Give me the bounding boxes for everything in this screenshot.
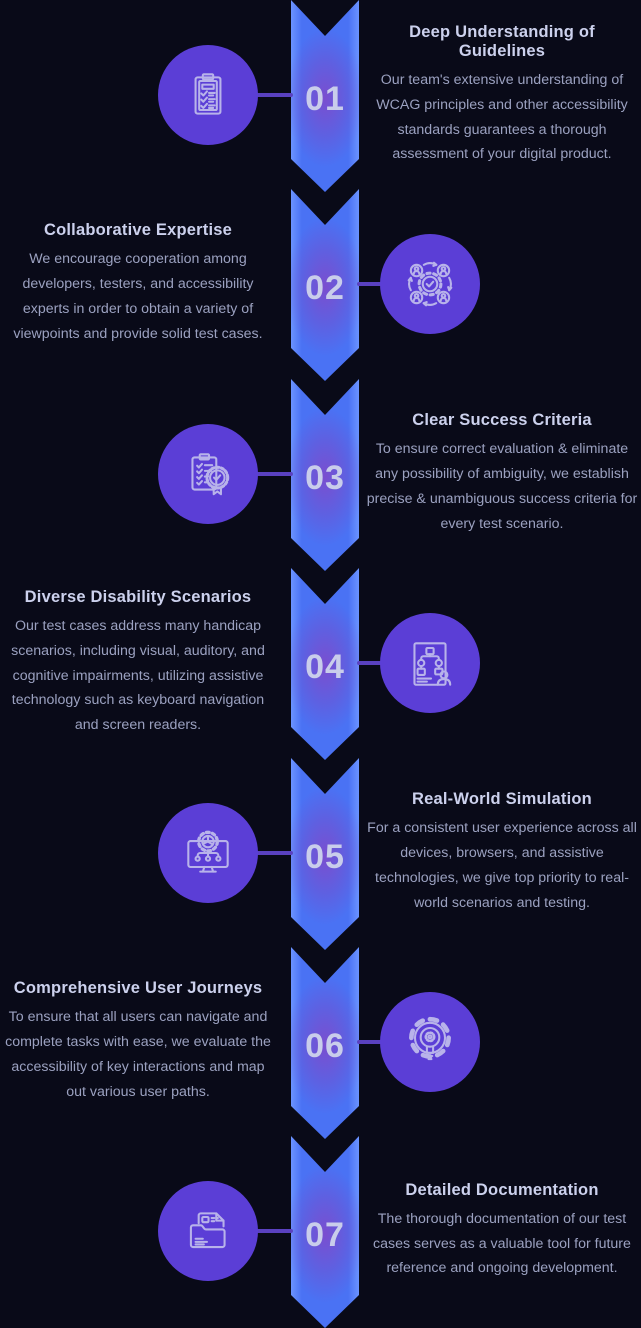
icon-circle [158,45,258,145]
step-number: 01 [305,80,345,118]
certified-checklist-icon [191,453,230,496]
connector-line [357,1040,383,1044]
step-number: 06 [305,1027,345,1065]
step-title: Diverse Disability Scenarios [24,587,252,606]
step-text: Deep Understanding of Guidelines Our tea… [366,0,638,190]
step-text: Detailed Documentation The thorough docu… [366,1136,638,1326]
step-title: Clear Success Criteria [412,411,592,430]
step-title: Deep Understanding of Guidelines [409,22,595,60]
step-text: Real-World Simulation For a consistent u… [366,758,638,948]
monitor-process-icon [187,830,229,873]
step-description: To ensure correct evaluation & eliminate… [366,441,638,532]
step-description: We encourage cooperation among developer… [13,251,263,342]
step-description: Our team's extensive understanding of WC… [376,71,628,163]
chevron-banner: 06 [291,947,359,1139]
step-number: 05 [305,838,345,876]
step-title: Detailed Documentation [405,1180,599,1199]
connector-line [357,661,383,665]
step-number: 07 [305,1216,345,1254]
step-row-6: 06 Comprehensive User Journeys To ensure… [0,947,641,1139]
step-text: Clear Success Criteria To ensure correct… [366,379,638,569]
connector-line [357,282,383,286]
chevron-banner: 01 [291,0,359,192]
step-title: Real-World Simulation [412,790,592,809]
step-text: Collaborative Expertise We encourage coo… [2,189,274,379]
step-title: Comprehensive User Journeys [13,979,263,998]
step-description: Our test cases address many handicap sce… [11,617,265,734]
step-row-1: 01 Deep Understanding of Guidelines Our … [0,0,641,192]
step-row-2: 02 Collaborative Expertise We encourage … [0,189,641,381]
icon-circle [380,613,480,713]
step-row-4: 04 Diverse Disability Scenarios Our test… [0,568,641,760]
user-flowchart-icon [413,642,452,686]
step-text: Comprehensive User Journeys To ensure th… [2,947,274,1137]
chevron-banner: 07 [291,1136,359,1328]
clipboard-checklist-icon [194,73,222,115]
chevron-banner: 03 [291,379,359,571]
connector-line [256,1229,293,1233]
icon-circle [158,803,258,903]
step-row-3: 03 Clear Success Criteria To ensure corr… [0,379,641,571]
step-number: 04 [305,648,345,686]
icon-circle [158,1181,258,1281]
chevron-banner: 05 [291,758,359,950]
step-description: To ensure that all users can navigate an… [5,1009,271,1100]
connector-line [256,851,293,855]
step-description: The thorough documentation of our test c… [373,1210,631,1277]
folder-documents-icon [189,1212,226,1249]
icon-circle [380,992,480,1092]
connector-line [256,93,293,97]
chevron-banner: 02 [291,189,359,381]
step-row-7: 07 Detailed Documentation The thorough d… [0,1136,641,1328]
step-description: For a consistent user experience across … [367,820,637,911]
step-number: 03 [305,459,345,497]
gear-lightbulb-icon [409,1016,451,1061]
connector-line [256,472,293,476]
step-text: Diverse Disability Scenarios Our test ca… [2,568,274,758]
step-row-5: 05 Real-World Simulation For a consisten… [0,758,641,950]
step-title: Collaborative Expertise [43,221,232,240]
step-number: 02 [305,269,345,307]
icon-circle [158,424,258,524]
icon-circle [380,234,480,334]
chevron-banner: 04 [291,568,359,760]
team-collaboration-icon [407,261,453,307]
